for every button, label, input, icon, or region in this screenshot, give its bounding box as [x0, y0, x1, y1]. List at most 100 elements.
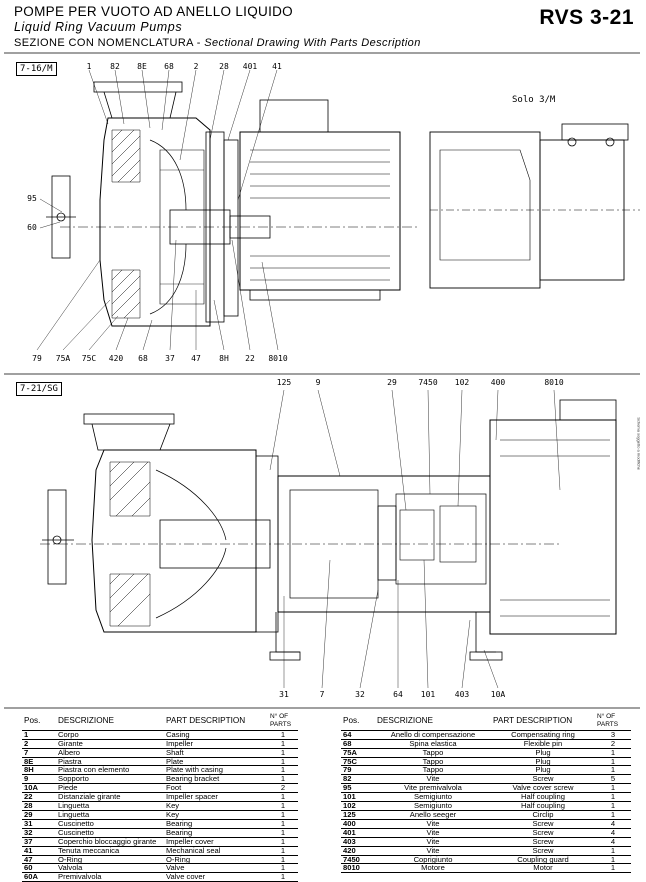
- cell-pos: 32: [22, 828, 56, 838]
- cell-part: Impeller cover: [164, 837, 268, 847]
- bottom-pump-drawing: [40, 389, 617, 689]
- part-label: 8H: [219, 354, 229, 363]
- part-label: 420: [108, 354, 124, 363]
- cell-desc: Tappo: [375, 757, 491, 767]
- cell-pos: 79: [341, 765, 375, 776]
- cell-part: Bearing bracket: [164, 774, 268, 785]
- top-pump-drawing: [36, 69, 640, 351]
- cell-part: Valve: [164, 863, 268, 874]
- cell-pos: 31: [22, 819, 56, 829]
- cell-desc: Linguetta: [56, 810, 164, 820]
- col-desc: DESCRIZIONE: [375, 713, 491, 731]
- cell-part: Valve cover: [164, 872, 268, 882]
- cell-pos: 37: [22, 837, 56, 847]
- cell-desc: Tappo: [375, 765, 491, 776]
- cell-pos: 82: [341, 774, 375, 785]
- cell-qty: 1: [268, 801, 298, 811]
- subtitle-italian: SEZIONE CON NOMENCLATURA -: [14, 37, 201, 49]
- cell-desc: Vite premivalvola: [375, 783, 491, 794]
- cell-pos: 125: [341, 810, 375, 820]
- cell-part: Motor: [491, 863, 595, 874]
- cell-pos: 64: [341, 730, 375, 740]
- cell-qty: 1: [268, 855, 298, 865]
- cell-qty: 1: [595, 810, 631, 820]
- part-label: 75A: [55, 354, 71, 363]
- cell-desc: Premivalvola: [56, 872, 164, 882]
- cell-desc: Sopporto: [56, 774, 164, 785]
- cell-part: Screw: [491, 837, 595, 847]
- cell-qty: 1: [595, 748, 631, 758]
- cell-qty: 5: [595, 774, 631, 785]
- bottom-drawing-tag: 7-21/SG: [16, 382, 62, 396]
- top-drawing-tag: 7-16/M: [16, 62, 57, 76]
- cell-desc: Linguetta: [56, 801, 164, 811]
- cell-pos: 1: [22, 730, 56, 740]
- part-label: 401: [242, 62, 258, 71]
- part-label: 47: [191, 354, 201, 363]
- cell-part: Plate with casing: [164, 765, 268, 776]
- part-label: 41: [272, 62, 282, 71]
- cell-pos: 7450: [341, 855, 375, 865]
- cell-desc: Coprigiunto: [375, 855, 491, 865]
- cell-part: Half coupling: [491, 792, 595, 803]
- cell-pos: 10A: [22, 783, 56, 794]
- cell-part: Half coupling: [491, 801, 595, 811]
- part-label: 8E: [137, 62, 147, 71]
- cell-desc: Distanziale girante: [56, 792, 164, 803]
- cell-desc: Semigiunto: [375, 792, 491, 803]
- cell-qty: 1: [268, 730, 298, 740]
- title-english: Liquid Ring Vacuum Pumps: [14, 20, 183, 34]
- cell-part: Foot: [164, 783, 268, 794]
- cell-desc: Spina elastica: [375, 739, 491, 749]
- part-label: 82: [110, 62, 120, 71]
- part-label: 2: [193, 62, 199, 71]
- cell-qty: 1: [268, 810, 298, 820]
- cell-qty: 1: [268, 757, 298, 767]
- part-label: 101: [420, 690, 436, 699]
- part-label: 1: [86, 62, 92, 71]
- cell-qty: 1: [268, 748, 298, 758]
- cell-part: Flexible pin: [491, 739, 595, 749]
- cell-part: Shaft: [164, 748, 268, 758]
- cell-qty: 1: [595, 801, 631, 811]
- cell-qty: 1: [268, 846, 298, 856]
- col-desc: DESCRIZIONE: [56, 713, 164, 731]
- part-label: 75C: [81, 354, 97, 363]
- cell-qty: 3: [595, 730, 631, 740]
- cell-desc: Coperchio bloccaggio girante: [56, 837, 164, 847]
- cell-pos: 41: [22, 846, 56, 856]
- cell-qty: 1: [595, 863, 631, 874]
- cell-part: Bearing: [164, 819, 268, 829]
- cell-desc: Vite: [375, 774, 491, 785]
- part-label: 37: [165, 354, 175, 363]
- cell-desc: Vite: [375, 828, 491, 838]
- cell-part: Casing: [164, 730, 268, 740]
- cell-part: Impeller spacer: [164, 792, 268, 803]
- cell-pos: 7: [22, 748, 56, 758]
- cell-qty: 1: [268, 792, 298, 803]
- cell-qty: 1: [268, 872, 298, 882]
- cell-desc: Corpo: [56, 730, 164, 740]
- part-label: 32: [355, 690, 365, 699]
- parts-table-left: Pos. DESCRIZIONE PART DESCRIPTION N° OF …: [22, 713, 298, 882]
- cell-part: Screw: [491, 828, 595, 838]
- cell-qty: 1: [595, 792, 631, 803]
- part-label: 7450: [418, 378, 438, 387]
- cell-desc: Anello di compensazione: [375, 730, 491, 740]
- cell-pos: 75C: [341, 757, 375, 767]
- cell-qty: 1: [268, 739, 298, 749]
- cell-desc: Albero: [56, 748, 164, 758]
- col-pos: Pos.: [22, 713, 56, 731]
- cell-desc: Vite: [375, 837, 491, 847]
